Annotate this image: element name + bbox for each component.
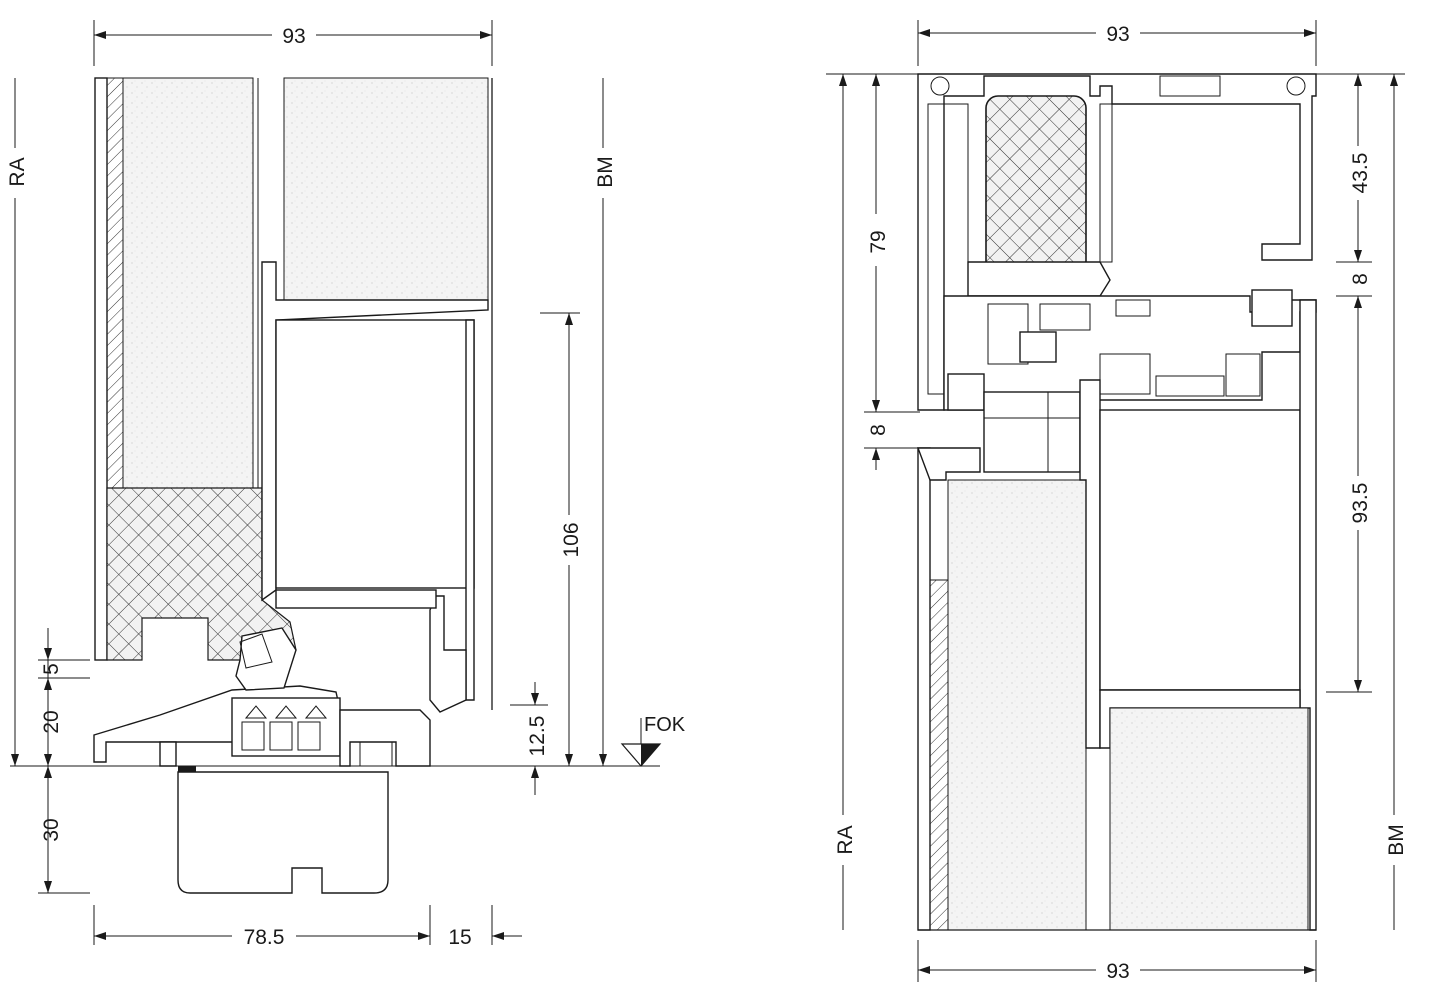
right-top-width-label: 93 (1106, 23, 1129, 46)
left-bottom-dimensions: 78.5 15 (93, 905, 522, 949)
right-43-5-label: 43.5 (1349, 153, 1372, 194)
left-door-leaf (94, 77, 493, 713)
left-top-width-label: 93 (282, 25, 305, 48)
right-stacked-dimensions: 43.5 8 93.5 (1326, 74, 1372, 693)
left-78-5-label: 78.5 (244, 926, 285, 949)
right-79-8-dimensions: 79 8 (864, 74, 920, 470)
left-15-label: 15 (448, 926, 471, 949)
right-bottom-dimension: 93 (917, 940, 1317, 983)
left-bm-label: BM (594, 156, 617, 188)
right-bm-label: BM (1385, 824, 1408, 856)
fok-label: FOK (644, 714, 686, 736)
right-frame-profile (917, 73, 1317, 411)
left-106-dimension: 106 (540, 312, 583, 766)
left-12-5-dimension: 12.5 (510, 682, 549, 795)
right-section: 93 93 RA BM (826, 20, 1408, 983)
right-bottom-width-label: 93 (1106, 960, 1129, 983)
left-12-5-label: 12.5 (526, 716, 549, 757)
left-20-label: 20 (40, 710, 63, 733)
left-ra-dimension: RA (6, 78, 29, 766)
right-bm-dimension: BM (1316, 73, 1408, 930)
right-ra-label: RA (834, 825, 857, 854)
right-8-left-label: 8 (867, 424, 890, 436)
left-threshold (93, 627, 431, 894)
right-93-5-label: 93.5 (1349, 483, 1372, 524)
left-bm-dimension: BM (594, 78, 617, 766)
left-section: 93 RA BM 106 (6, 20, 686, 949)
right-79-label: 79 (867, 230, 890, 253)
left-30-label: 30 (40, 818, 63, 841)
left-stacked-dimensions: 5 20 30 (38, 628, 90, 894)
right-8-right-label: 8 (1349, 273, 1372, 285)
right-top-dimension: 93 (917, 20, 1317, 66)
left-106-label: 106 (560, 522, 583, 557)
left-top-dimension: 93 (93, 20, 493, 66)
right-ra-dimension: RA (826, 73, 920, 930)
right-door-leaf (916, 299, 1317, 931)
left-5-label: 5 (40, 663, 63, 675)
left-ra-label: RA (6, 157, 29, 186)
fok-floor-marker: FOK (10, 714, 686, 767)
